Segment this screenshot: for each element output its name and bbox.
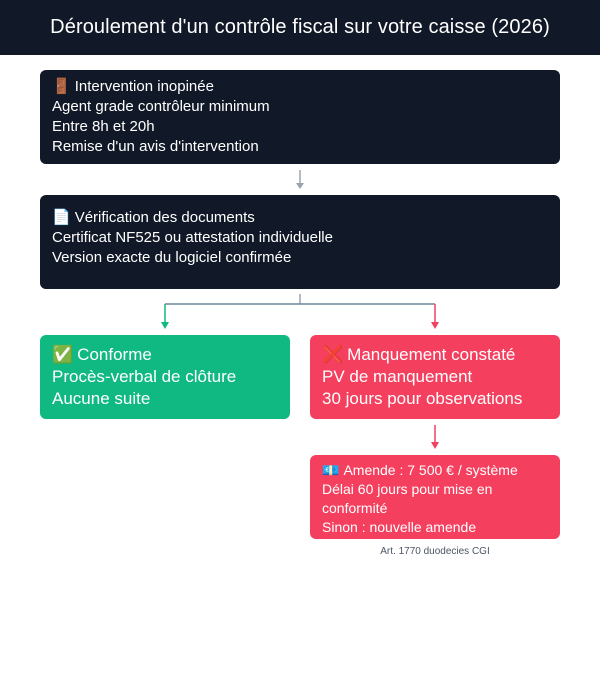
amende-title: Amende : 7 500 € / système xyxy=(343,462,518,478)
step-intervention-box: 🚪Intervention inopinée Agent grade contr… xyxy=(40,70,560,164)
amende-line: Délai 60 jours pour mise en conformité xyxy=(322,481,493,516)
outcome-manquement-line: 30 jours pour observations xyxy=(322,389,523,408)
money-icon: 💶 xyxy=(322,462,340,478)
amende-line: Sinon : nouvelle amende xyxy=(322,519,477,535)
arrow-step1-to-step2 xyxy=(296,170,304,189)
step-intervention-title: Intervention inopinée xyxy=(74,78,214,95)
outcome-manquement-title: Manquement constaté xyxy=(347,345,516,364)
step-verification-box: 📄Vérification des documents Certificat N… xyxy=(40,195,560,289)
split-connector xyxy=(165,294,435,305)
step-intervention-heading: 🚪Intervention inopinée xyxy=(52,77,548,97)
amende-box: 💶Amende : 7 500 € / système Délai 60 jou… xyxy=(310,455,560,539)
outcome-conforme-box: ✅Conforme Procès-verbal de clôture Aucun… xyxy=(40,335,290,419)
step-verification-line: Version exacte du logiciel confirmée xyxy=(52,249,292,266)
arrow-to-conforme xyxy=(161,304,169,329)
check-icon: ✅ xyxy=(52,345,74,364)
step-verification-title: Vérification des documents xyxy=(74,209,255,226)
outcome-manquement-line: PV de manquement xyxy=(322,367,473,386)
amende-heading: 💶Amende : 7 500 € / système xyxy=(322,461,548,480)
door-icon: 🚪 xyxy=(52,78,71,95)
outcome-conforme-line: Procès-verbal de clôture xyxy=(52,367,237,386)
arrow-to-manquement xyxy=(431,304,439,329)
outcome-manquement-box: ❌Manquement constaté PV de manquement 30… xyxy=(310,335,560,419)
outcome-conforme-title: Conforme xyxy=(77,345,152,364)
outcome-manquement-heading: ❌Manquement constaté xyxy=(322,344,548,366)
step-intervention-line: Remise d'un avis d'intervention xyxy=(52,138,259,155)
outcome-conforme-line: Aucune suite xyxy=(52,389,151,408)
arrow-to-amende xyxy=(431,425,439,449)
document-icon: 📄 xyxy=(52,209,71,226)
outcome-conforme-heading: ✅Conforme xyxy=(52,344,278,366)
step-intervention-line: Agent grade contrôleur minimum xyxy=(52,98,270,115)
cross-icon: ❌ xyxy=(322,345,344,364)
legal-reference: Art. 1770 duodecies CGI xyxy=(380,546,490,557)
step-intervention-line: Entre 8h et 20h xyxy=(52,118,155,135)
step-verification-line: Certificat NF525 ou attestation individu… xyxy=(52,229,333,246)
step-verification-heading: 📄Vérification des documents xyxy=(52,208,548,228)
page-title: Déroulement d'un contrôle fiscal sur vot… xyxy=(0,0,600,55)
